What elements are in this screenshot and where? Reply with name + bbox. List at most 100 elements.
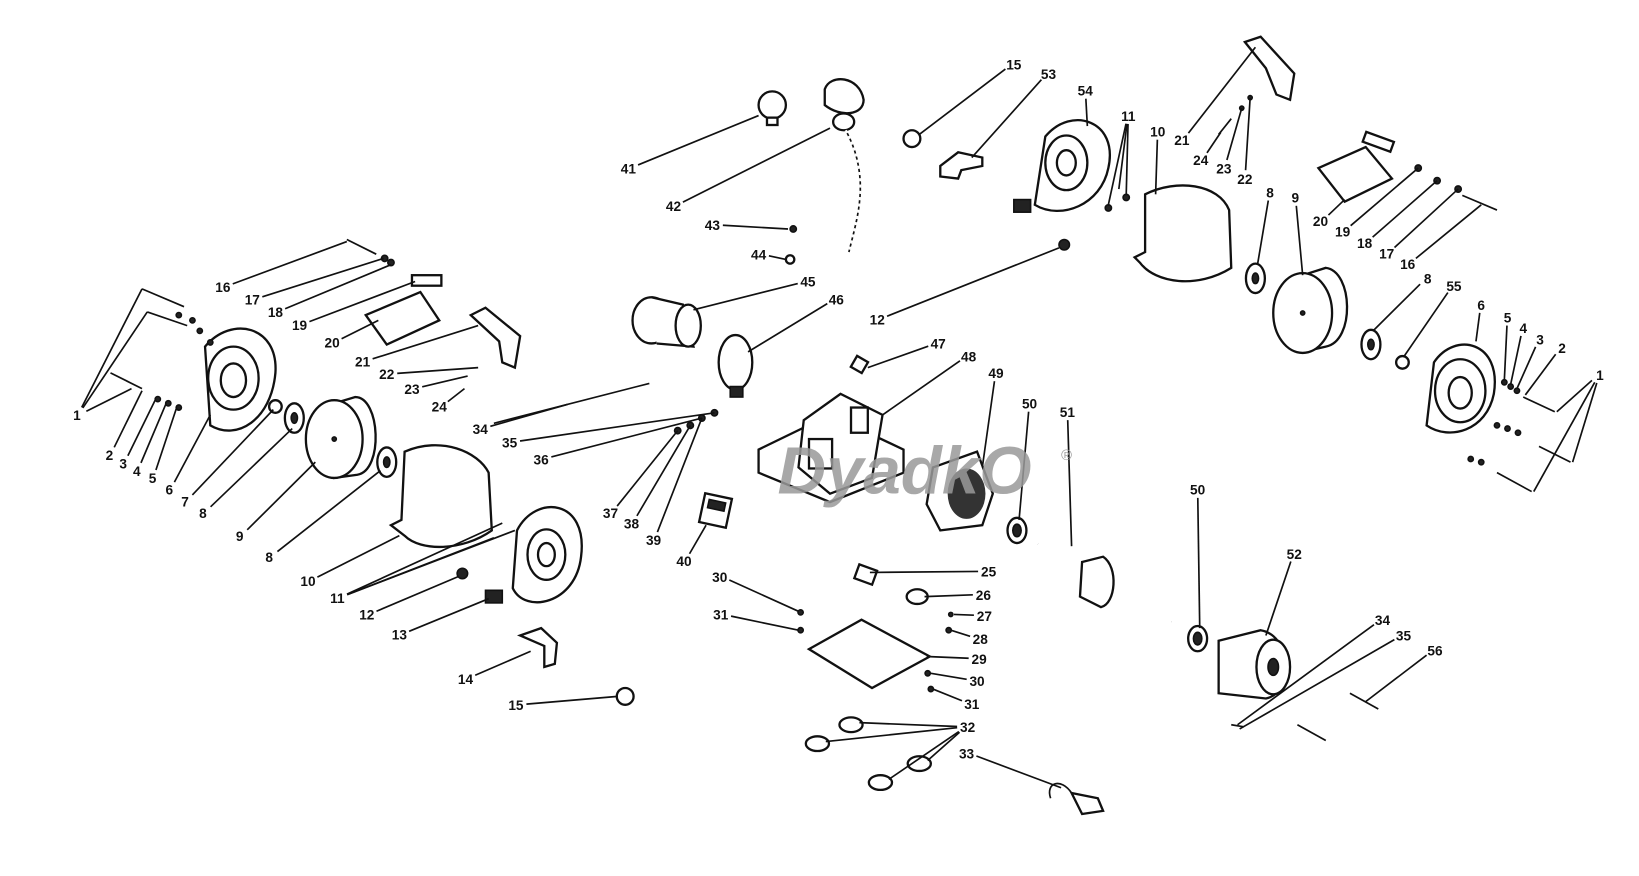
motor-base-48 bbox=[757, 392, 905, 504]
nut-44 bbox=[784, 254, 796, 265]
part-label-48: 48 bbox=[961, 349, 977, 364]
leader-line-20 bbox=[1327, 198, 1346, 216]
part-label-36: 36 bbox=[534, 452, 550, 467]
leader-line-14 bbox=[474, 650, 531, 677]
left-wheel-guard-band bbox=[388, 444, 493, 549]
leader-line-23 bbox=[1226, 107, 1243, 161]
part-label-50: 50 bbox=[1190, 483, 1206, 498]
part-label-49: 49 bbox=[988, 366, 1004, 381]
leader-line-1 bbox=[82, 311, 148, 409]
parts bbox=[110, 35, 1571, 816]
bearing-50-b bbox=[1187, 624, 1209, 653]
part-label-11: 11 bbox=[1121, 109, 1136, 124]
leader-line-40 bbox=[688, 524, 707, 555]
bearing-50-a bbox=[1006, 516, 1028, 545]
part-label-1: 1 bbox=[73, 408, 81, 423]
part-label-8: 8 bbox=[1266, 185, 1274, 200]
part-label-3: 3 bbox=[119, 456, 127, 471]
right-grinding-wheel-9 bbox=[1272, 266, 1349, 355]
registered-mark: ® bbox=[1061, 448, 1072, 464]
leader-line-55 bbox=[1402, 292, 1449, 358]
part-label-35: 35 bbox=[502, 435, 518, 450]
leader-line-7 bbox=[191, 409, 274, 496]
leader-line-32 bbox=[888, 730, 960, 781]
part-label-39: 39 bbox=[646, 533, 662, 548]
part-label-9: 9 bbox=[1292, 191, 1300, 206]
leader-line-18 bbox=[1372, 180, 1438, 238]
right-flange-8a bbox=[1244, 262, 1267, 295]
leader-line-5 bbox=[155, 407, 178, 471]
part-label-54: 54 bbox=[1078, 84, 1094, 99]
leader-line-24 bbox=[447, 387, 465, 403]
screws-34-35-56 bbox=[1231, 692, 1379, 742]
leader-line-47 bbox=[867, 345, 929, 369]
leader-line-1 bbox=[1556, 379, 1593, 413]
leader-line-33 bbox=[976, 755, 1062, 789]
leader-line-3 bbox=[1516, 346, 1537, 389]
part-label-25: 25 bbox=[981, 565, 997, 580]
bracket-21-right bbox=[1242, 35, 1296, 102]
part-label-16: 16 bbox=[1400, 257, 1416, 272]
leader-line-1 bbox=[85, 387, 132, 413]
part-label-21: 21 bbox=[355, 355, 371, 370]
leader-line-8 bbox=[1372, 283, 1421, 332]
ring-45 bbox=[631, 296, 702, 348]
nut-47 bbox=[849, 354, 870, 375]
leader-line-9 bbox=[1295, 205, 1304, 276]
leader-line-8 bbox=[276, 469, 381, 553]
lamp-shade-42 bbox=[823, 78, 865, 253]
leader-line-11 bbox=[346, 529, 516, 596]
part-label-41: 41 bbox=[621, 161, 637, 176]
right-wheel-guard-band-10 bbox=[1132, 184, 1233, 283]
leader-line-11 bbox=[346, 522, 503, 595]
part-label-22: 22 bbox=[379, 367, 395, 382]
rotor-shaft-51 bbox=[1036, 542, 1173, 624]
leader-line-5 bbox=[1503, 325, 1508, 381]
leader-line-35 bbox=[519, 411, 715, 442]
part-label-29: 29 bbox=[972, 652, 988, 667]
leader-line-3 bbox=[127, 398, 157, 457]
leader-line-15 bbox=[526, 695, 618, 705]
right-flange-8b bbox=[1360, 328, 1382, 361]
leader-line-31 bbox=[932, 688, 963, 702]
leader-line-25 bbox=[869, 570, 979, 574]
part-label-5: 5 bbox=[1504, 310, 1512, 325]
leader-line-29 bbox=[926, 655, 969, 660]
part-label-31: 31 bbox=[964, 697, 980, 712]
part-label-4: 4 bbox=[1519, 321, 1527, 336]
part-label-34: 34 bbox=[1375, 613, 1391, 628]
leader-line-11 bbox=[1118, 123, 1128, 190]
part-label-22: 22 bbox=[1237, 172, 1253, 187]
leader-line-4 bbox=[140, 403, 167, 464]
leader-line-36 bbox=[551, 417, 703, 458]
part-label-4: 4 bbox=[133, 464, 141, 479]
leader-line-24 bbox=[1206, 131, 1222, 154]
leader-line-11 bbox=[1107, 123, 1127, 205]
part-label-27: 27 bbox=[977, 609, 992, 624]
part-label-9: 9 bbox=[236, 529, 244, 544]
part-label-17: 17 bbox=[245, 293, 260, 308]
part-label-10: 10 bbox=[1150, 125, 1166, 140]
part-label-18: 18 bbox=[268, 305, 284, 320]
part-label-24: 24 bbox=[432, 400, 448, 415]
right-screws-16-19 bbox=[1414, 164, 1498, 211]
part-label-8: 8 bbox=[199, 506, 207, 521]
part-label-23: 23 bbox=[1216, 161, 1232, 176]
leader-line-21 bbox=[372, 324, 479, 360]
screw-set-16-19 bbox=[346, 238, 443, 287]
part-label-43: 43 bbox=[705, 218, 721, 233]
part-label-16: 16 bbox=[215, 280, 231, 295]
part-label-20: 20 bbox=[1313, 214, 1329, 229]
screw-12-top bbox=[1058, 238, 1071, 251]
part-label-44: 44 bbox=[751, 247, 767, 262]
leader-line-51 bbox=[1066, 420, 1073, 547]
part-label-6: 6 bbox=[166, 483, 174, 498]
leader-line-38 bbox=[636, 424, 692, 517]
left-flange bbox=[283, 402, 305, 434]
part-label-52: 52 bbox=[1287, 547, 1303, 562]
lamp-knob-41 bbox=[757, 90, 788, 127]
leader-line-12 bbox=[886, 247, 1060, 318]
part-label-12: 12 bbox=[359, 608, 375, 623]
part-label-40: 40 bbox=[676, 554, 692, 569]
